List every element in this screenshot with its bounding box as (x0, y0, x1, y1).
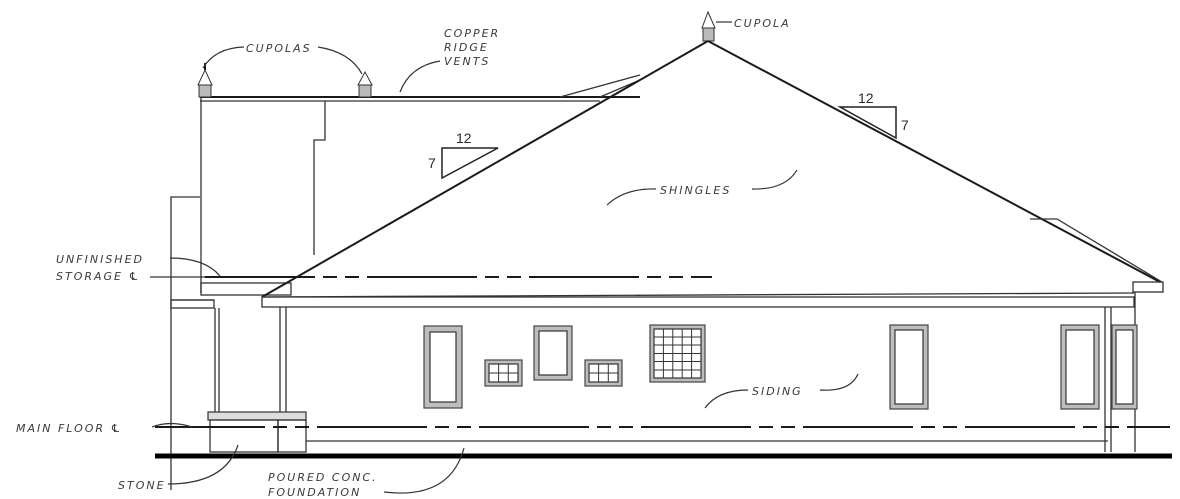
window-tall-3 (1060, 324, 1100, 410)
label-unfinished-storage: UNFINISHED STORAGE ℄ (56, 253, 221, 283)
label-cupola: CUPOLA (716, 17, 791, 30)
main-wall (207, 292, 1136, 453)
cupola-middle (357, 70, 373, 98)
label-shingles: SHINGLES (606, 169, 798, 206)
svg-text:12: 12 (858, 90, 874, 106)
window-medium (533, 325, 573, 381)
svg-text:STONE: STONE (118, 479, 166, 492)
svg-text:MAIN FLOOR ℄: MAIN FLOOR ℄ (16, 422, 122, 435)
svg-text:SIDING: SIDING (752, 385, 803, 398)
window-tall-2 (889, 324, 929, 410)
cupola-top (701, 10, 716, 42)
svg-text:FOUNDATION: FOUNDATION (268, 486, 361, 499)
svg-text:POURED CONC.: POURED CONC. (268, 471, 378, 484)
svg-text:STORAGE ℄: STORAGE ℄ (56, 270, 140, 283)
svg-text:CUPOLAS: CUPOLAS (246, 42, 312, 55)
svg-text:SHINGLES: SHINGLES (660, 184, 731, 197)
pitch-symbol-left: 12 7 (428, 130, 499, 180)
pitch-symbol-right: 12 7 (837, 90, 909, 140)
label-foundation: POURED CONC. FOUNDATION (268, 447, 465, 499)
upper-storage-block (170, 74, 641, 490)
label-cupolas: CUPOLAS (202, 42, 363, 75)
main-roof (261, 40, 1164, 308)
window-tall-1 (423, 325, 463, 409)
label-stone: STONE (118, 444, 239, 492)
svg-text:12: 12 (456, 130, 472, 146)
svg-text:CUPOLA: CUPOLA (734, 17, 791, 30)
svg-text:RIDGE: RIDGE (444, 41, 489, 54)
svg-text:COPPER: COPPER (444, 27, 500, 40)
label-siding: SIDING (704, 373, 859, 409)
label-main-floor: MAIN FLOOR ℄ (16, 422, 193, 435)
svg-text:VENTS: VENTS (444, 55, 490, 68)
svg-text:7: 7 (428, 155, 436, 171)
svg-text:7: 7 (901, 117, 909, 133)
window-small-grid-2 (584, 359, 623, 387)
svg-text:UNFINISHED: UNFINISHED (56, 253, 144, 266)
window-large-grid (649, 324, 706, 383)
window-tall-4 (1111, 324, 1138, 410)
window-small-grid-1 (484, 359, 523, 387)
label-copper-ridge-vents: COPPER RIDGE VENTS (399, 27, 500, 93)
cupola-left (197, 63, 213, 98)
